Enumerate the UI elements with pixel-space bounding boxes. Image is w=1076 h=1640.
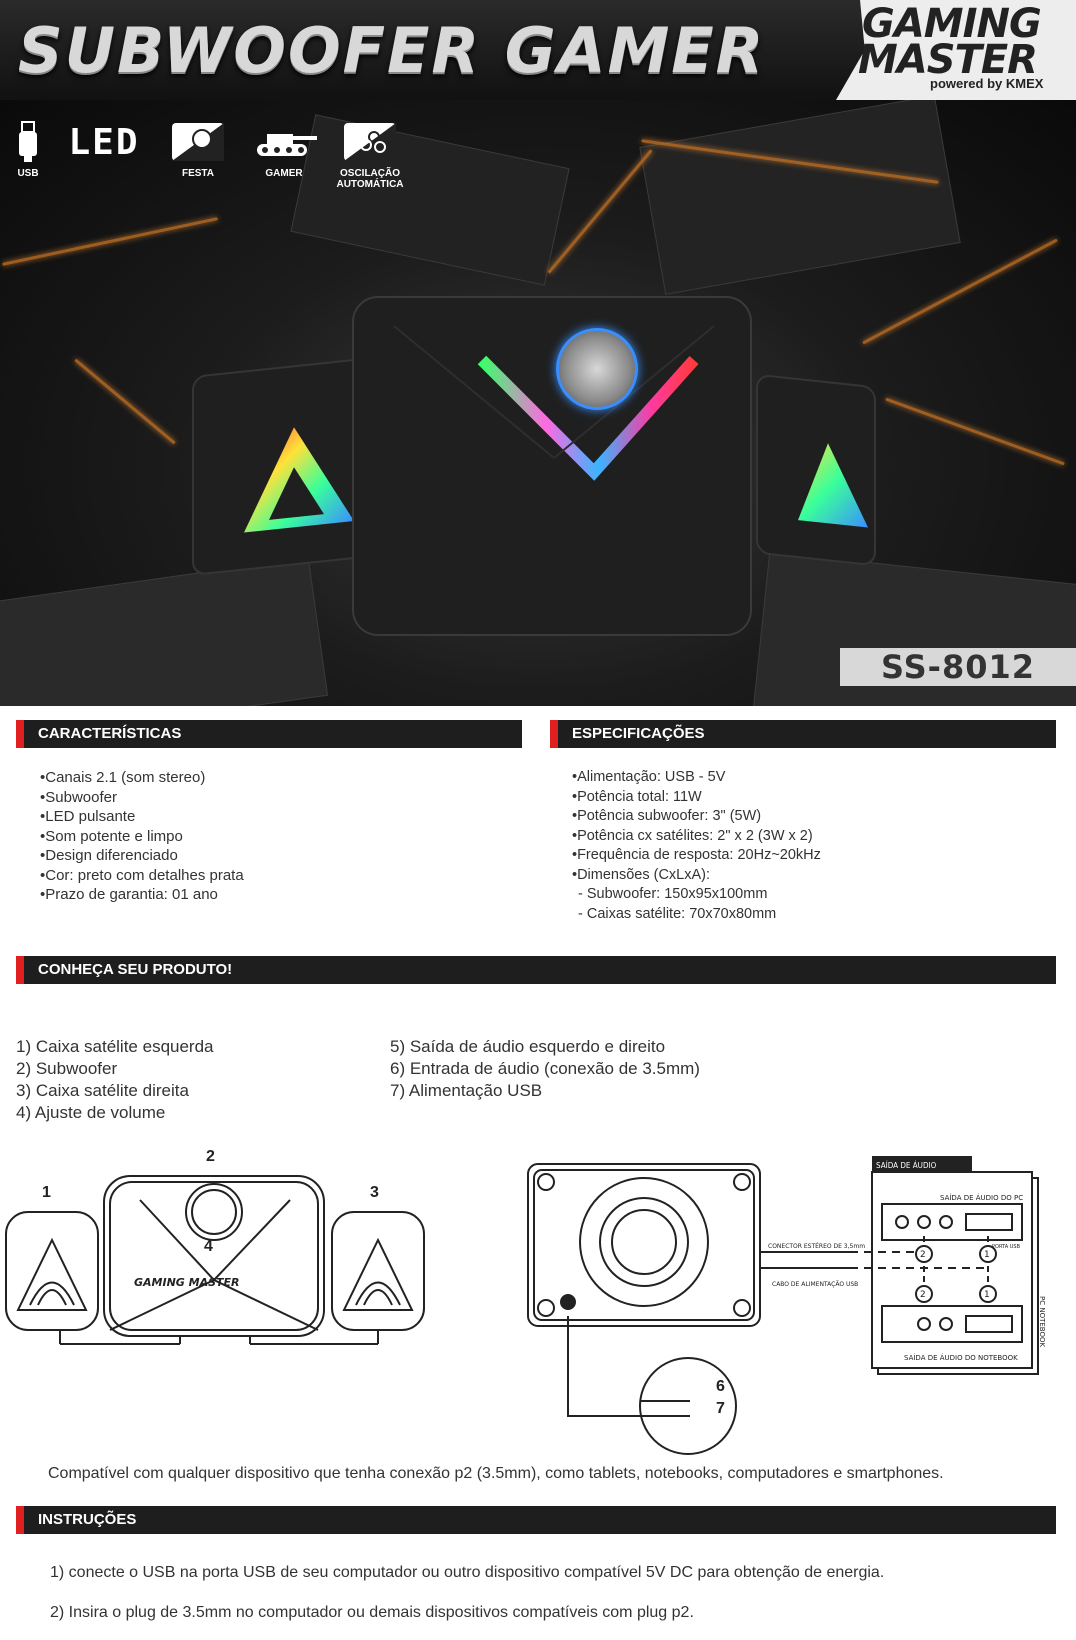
diagram-number: 3 <box>370 1184 379 1201</box>
circle-number: 2 <box>920 1290 926 1300</box>
tank-icon <box>249 120 319 164</box>
section-header-conheca: CONHEÇA SEU PRODUTO! <box>16 956 1056 984</box>
rear-diagram: SAÍDA DE ÁUDIO SAÍDA DE ÁUDIO DO PC SAÍD… <box>527 1156 1046 1455</box>
subwoofer-unit <box>352 296 752 636</box>
rock-shape <box>639 100 961 295</box>
brand-logo-box <box>836 0 1076 100</box>
list-item: 6) Entrada de áudio (conexão de 3.5mm) <box>390 1059 700 1078</box>
hero-image: USB LED FESTA GAMER OSCILAÇÃO AUTOMÁTICA <box>0 100 1076 706</box>
disco-ball-icon <box>172 123 224 161</box>
instruction-item: 1) conecte o USB na porta USB de seu com… <box>50 1564 885 1581</box>
list-item: - Caixas satélite: 70x70x80mm <box>578 905 777 922</box>
list-item: •Frequência de resposta: 20Hz~20kHz <box>572 847 821 863</box>
feature-icons-row: USB LED FESTA GAMER OSCILAÇÃO AUTOMÁTICA <box>14 120 404 190</box>
list-item: •Dimensões (CxLxA): <box>572 866 711 883</box>
list-item: 5) Saída de áudio esquerdo e direito <box>390 1037 666 1056</box>
compatibility-note: Compatível com qualquer dispositivo que … <box>48 1465 944 1482</box>
diagram-brand: GAMING MASTER <box>134 1276 240 1289</box>
top-banner: SUBWOOFER GAMER GAMING MASTER powered by… <box>0 0 1076 100</box>
section-header-instrucoes: INSTRUÇÕES <box>16 1506 1056 1534</box>
list-item: 1) Caixa satélite esquerda <box>16 1037 214 1056</box>
lava-crack <box>885 397 1065 466</box>
brand-logo-line1: GAMING <box>862 1 1042 47</box>
feature-label: GAMER <box>265 168 303 179</box>
caracteristicas-list: •Canais 2.1 (som stereo) •Subwoofer •LED… <box>40 768 244 905</box>
rear-label: PORTA USB <box>992 1244 1021 1250</box>
feature-label: OSCILAÇÃO AUTOMÁTICA <box>336 168 404 190</box>
list-item: - Subwoofer: 150x95x100mm <box>578 886 768 902</box>
rear-label: SAÍDA DE ÁUDIO DO NOTEBOOK <box>904 1353 1018 1362</box>
list-item: •Alimentação: USB - 5V <box>572 769 726 785</box>
rear-label: CABO DE ALIMENTAÇÃO USB <box>772 1281 858 1288</box>
section-header-especificacoes: ESPECIFICAÇÕES <box>550 720 1056 748</box>
list-item: •Som potente e limpo <box>40 827 183 845</box>
list-item: 7) Alimentação USB <box>390 1081 543 1100</box>
circle-number: 1 <box>984 1250 990 1260</box>
list-item: •LED pulsante <box>40 808 136 825</box>
feature-oscilacao: OSCILAÇÃO AUTOMÁTICA <box>336 120 404 190</box>
rear-label: SAÍDA DE ÁUDIO DO PC <box>940 1193 1023 1202</box>
list-item: •Potência subwoofer: 3" (5W) <box>572 808 762 824</box>
especificacoes-list: •Alimentação: USB - 5V •Potência total: … <box>572 768 821 924</box>
satellite-speaker-right <box>756 373 876 567</box>
rgb-light-left <box>244 427 354 533</box>
model-badge: SS-8012 <box>840 648 1076 686</box>
list-item: •Cor: preto com detalhes prata <box>40 866 244 884</box>
list-item: 4) Ajuste de volume <box>16 1103 166 1122</box>
rear-label: CONECTOR ESTÉREO DE 3,5mm <box>768 1242 865 1250</box>
list-item: •Potência total: 11W <box>572 788 702 805</box>
usb-icon <box>16 120 40 164</box>
feature-festa: FESTA <box>166 120 230 179</box>
lava-crack <box>74 358 176 445</box>
circle-number: 1 <box>984 1290 990 1300</box>
front-diagram: GAMING MASTER <box>5 1175 425 1345</box>
diagram-number: 4 <box>204 1238 213 1255</box>
diagram-number: 2 <box>206 1148 215 1165</box>
list-item: •Potência cx satélites: 2" x 2 (3W x 2) <box>572 827 813 844</box>
rgb-light-right <box>798 443 868 528</box>
oscillation-icon <box>344 123 396 161</box>
list-item: 3) Caixa satélite direita <box>16 1081 189 1100</box>
audio-out-tab <box>872 1156 972 1172</box>
diagram-number: 6 <box>716 1378 725 1395</box>
feature-usb: USB <box>14 120 42 179</box>
rear-label: PC NOTEBOOK <box>1038 1296 1046 1347</box>
feature-led: LED <box>64 120 144 164</box>
conheca-list-right: 5) Saída de áudio esquerdo e direito 6) … <box>390 1036 700 1102</box>
brand-logo-line2: MASTER <box>858 37 1038 83</box>
feature-label: FESTA <box>181 168 215 179</box>
list-item: •Subwoofer <box>40 788 117 806</box>
page-title: SUBWOOFER GAMER <box>18 14 766 87</box>
list-item: •Prazo de garantia: 01 ano <box>40 886 218 903</box>
rgb-v-light <box>393 325 715 481</box>
list-item: 2) Subwoofer <box>16 1059 118 1078</box>
list-item: •Design diferenciado <box>40 847 178 864</box>
lava-crack <box>2 217 218 266</box>
satellite-speaker-left <box>192 356 382 576</box>
feature-label: USB <box>17 168 39 179</box>
led-icon: LED <box>68 121 140 163</box>
rear-label: SAÍDA DE ÁUDIO <box>876 1159 937 1170</box>
rock-shape <box>0 557 329 706</box>
brand-powered-by: powered by KMEX <box>930 76 1044 91</box>
list-item: •Canais 2.1 (som stereo) <box>40 769 206 786</box>
conheca-list-left: 1) Caixa satélite esquerda 2) Subwoofer … <box>16 1036 214 1124</box>
instruction-item: 2) Insira o plug de 3.5mm no computador … <box>50 1604 694 1621</box>
diagram-number: 7 <box>716 1400 725 1417</box>
diagram-number: 1 <box>42 1184 51 1201</box>
section-header-caracteristicas: CARACTERÍSTICAS <box>16 720 522 748</box>
feature-gamer: GAMER <box>249 120 319 179</box>
volume-knob <box>556 328 638 410</box>
circle-number: 2 <box>920 1250 926 1260</box>
